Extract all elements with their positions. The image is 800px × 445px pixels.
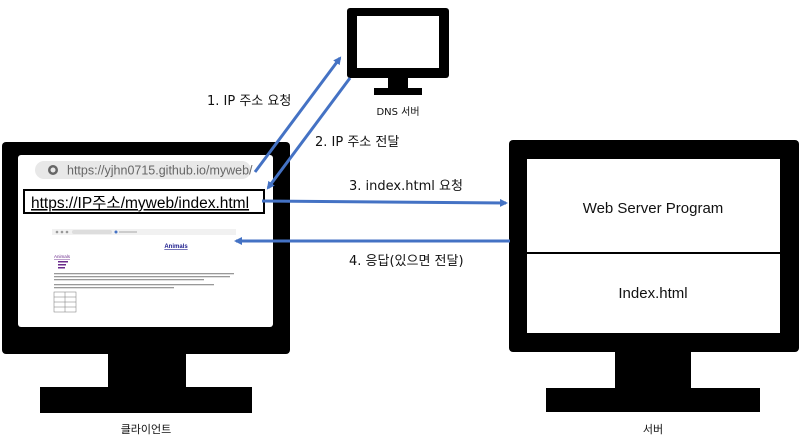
server-monitor-neck bbox=[615, 352, 691, 388]
arrow-ip-response bbox=[266, 77, 352, 190]
mini-list-item bbox=[58, 264, 66, 266]
server-monitor-stand bbox=[546, 388, 760, 412]
step4-label: 4. 응답(있으면 전달) bbox=[349, 254, 464, 269]
client-monitor-neck bbox=[108, 354, 186, 387]
mini-page-heading: Animals bbox=[164, 244, 188, 250]
address-bar-url[interactable]: https://yjhn0715.github.io/myweb/ bbox=[67, 164, 253, 178]
mini-list-item bbox=[58, 267, 65, 269]
mini-browser-bar bbox=[52, 229, 236, 235]
mini-text-line bbox=[54, 273, 234, 275]
index-html-box: Index.html bbox=[618, 285, 687, 302]
mini-bookmark-text bbox=[119, 231, 137, 233]
client-monitor: 클라이언트 https://yjhn0715.github.io/myweb/ … bbox=[2, 142, 290, 436]
dns-server-monitor: DNS 서버 bbox=[347, 8, 449, 118]
arrows bbox=[234, 56, 510, 245]
mini-page-link: Animals bbox=[54, 254, 71, 259]
client-label: 클라이언트 bbox=[121, 423, 172, 436]
arrow-html-request bbox=[261, 198, 508, 207]
client-monitor-stand bbox=[40, 387, 252, 413]
dns-server-label: DNS 서버 bbox=[376, 106, 419, 118]
mini-text-line bbox=[54, 279, 204, 281]
web-server-program-box: Web Server Program bbox=[583, 200, 724, 217]
step1-label: 1. IP 주소 요청 bbox=[207, 94, 291, 109]
mini-address-bar bbox=[72, 230, 112, 234]
mini-back-icon bbox=[55, 230, 59, 234]
site-info-icon-inner bbox=[50, 167, 56, 173]
mini-text-line bbox=[54, 284, 214, 286]
server-label: 서버 bbox=[643, 423, 663, 436]
mini-text-line bbox=[54, 276, 230, 278]
mini-forward-icon bbox=[60, 230, 64, 234]
step3-label: 3. index.html 요청 bbox=[349, 179, 463, 194]
mini-list-item bbox=[58, 261, 68, 263]
mini-bookmark-icon bbox=[114, 230, 118, 234]
server-monitor-screen bbox=[527, 159, 780, 333]
request-url-text: https://IP주소/myweb/index.html bbox=[31, 195, 249, 212]
server-monitor: 서버 Web Server Program Index.html bbox=[509, 140, 799, 436]
dns-monitor-stand bbox=[374, 88, 422, 95]
arrow-ip-request bbox=[253, 56, 342, 173]
step2-label: 2. IP 주소 전달 bbox=[315, 135, 399, 150]
client-monitor-screen bbox=[18, 155, 273, 327]
dns-monitor-screen bbox=[357, 16, 439, 68]
mini-reload-icon bbox=[65, 230, 69, 234]
mini-text-line bbox=[54, 287, 174, 289]
mini-webpage: Animals Animals bbox=[52, 229, 236, 313]
dns-monitor-neck bbox=[388, 78, 408, 88]
address-bar[interactable] bbox=[35, 161, 251, 179]
